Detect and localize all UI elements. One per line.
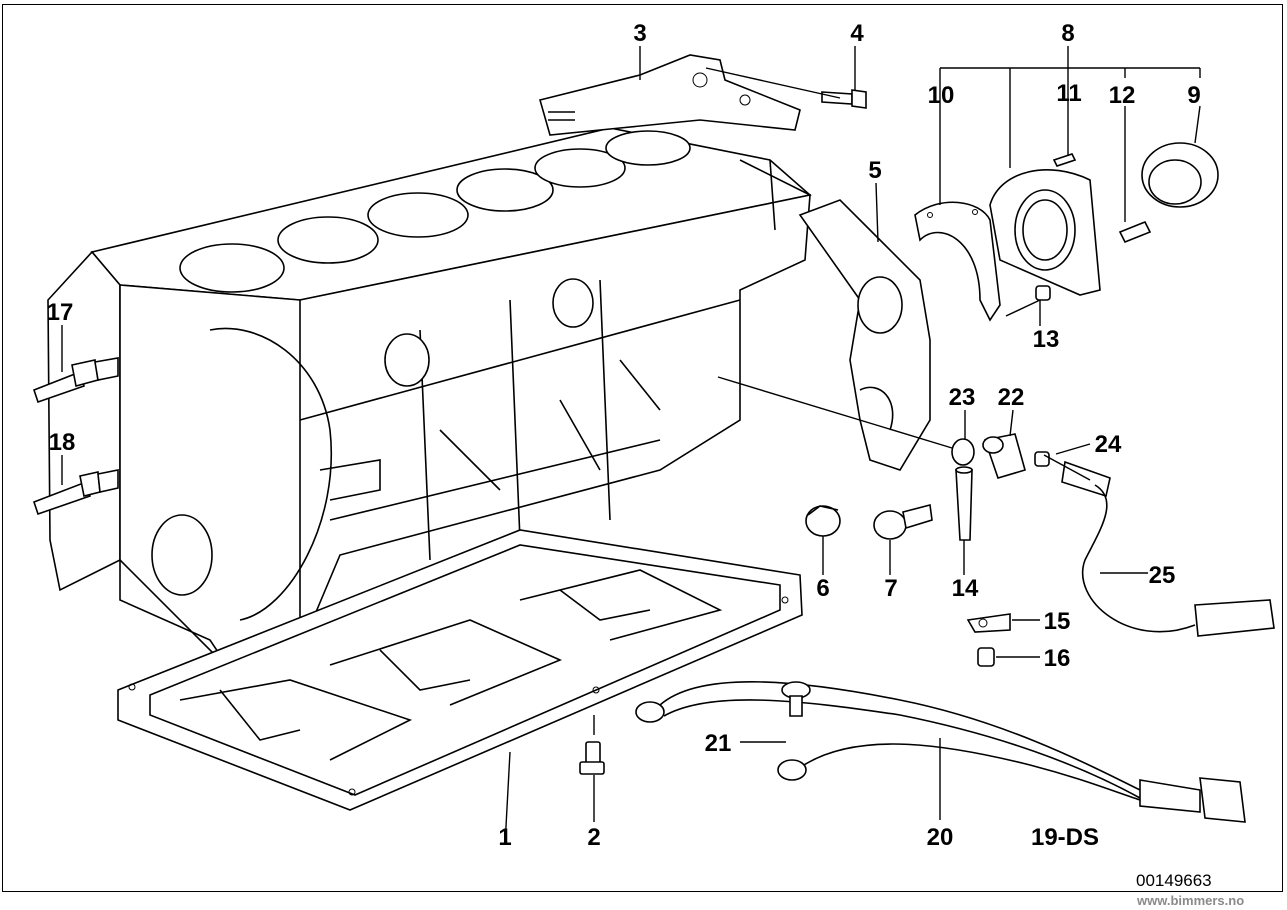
callout-23: 23: [949, 384, 976, 411]
sensor-holder-22: [982, 433, 1026, 479]
callout-21: 21: [705, 730, 732, 757]
callout-2: 2: [587, 824, 600, 851]
bolt-24: [1034, 451, 1050, 467]
callout-4: 4: [850, 20, 864, 47]
sensor-cable-25: [1061, 460, 1275, 637]
callout-8: 8: [1061, 20, 1074, 47]
diagram-frame: [2, 4, 1283, 892]
bolt-12: [1118, 220, 1152, 244]
callout-14: 14: [952, 575, 979, 602]
bolt-4: [821, 89, 867, 109]
timing-gasket: [798, 199, 931, 471]
dowel-13: [1035, 285, 1051, 301]
callout-25: 25: [1149, 562, 1176, 589]
callout-22: 22: [998, 384, 1025, 411]
clip-15: [966, 613, 1011, 633]
callout-9: 9: [1187, 82, 1200, 109]
callout-24: 24: [1095, 431, 1122, 458]
stud-17: [33, 357, 119, 404]
screw-plug-7: [873, 503, 933, 540]
callout-3: 3: [633, 20, 646, 47]
engine-block: [47, 127, 812, 671]
bolt-2: [579, 741, 605, 775]
callout-16: 16: [1044, 645, 1071, 672]
oring-23: [951, 438, 975, 466]
callout-12: 12: [1109, 82, 1136, 109]
bolt-21: [781, 681, 811, 717]
callout-5: 5: [868, 157, 881, 184]
bracket-part: [539, 54, 801, 136]
diagram-code: 19-DS: [1031, 824, 1099, 851]
callout-6: 6: [816, 575, 829, 602]
bolt-11: [1052, 153, 1077, 167]
oil-pan-gasket: [117, 529, 803, 811]
callout-11: 11: [1056, 80, 1081, 107]
callout-17: 17: [47, 299, 74, 326]
screw-16: [977, 647, 995, 667]
callout-20: 20: [927, 824, 954, 851]
seal-carrier: [989, 169, 1101, 296]
sleeve-14: [955, 466, 973, 541]
callout-labels: 1 2 3 4 5 6 7 8 9 10 11 12 13 14 15 16 1…: [47, 20, 1201, 851]
knock-sensor-harness-20: [635, 681, 1246, 823]
rear-cover-gasket: [914, 201, 1001, 322]
callout-10: 10: [928, 82, 955, 109]
stud-18: [32, 469, 119, 516]
watermark: www.bimmers.no: [1137, 893, 1245, 908]
callout-18: 18: [49, 429, 76, 456]
reference-number: 00149663: [1136, 871, 1212, 890]
callout-15: 15: [1044, 608, 1071, 635]
shaft-seal: [1141, 142, 1219, 208]
leader-lines: [61, 46, 1201, 846]
plug-6: [805, 505, 841, 537]
callout-7: 7: [884, 575, 897, 602]
callout-13: 13: [1033, 326, 1060, 353]
callout-1: 1: [498, 824, 511, 851]
